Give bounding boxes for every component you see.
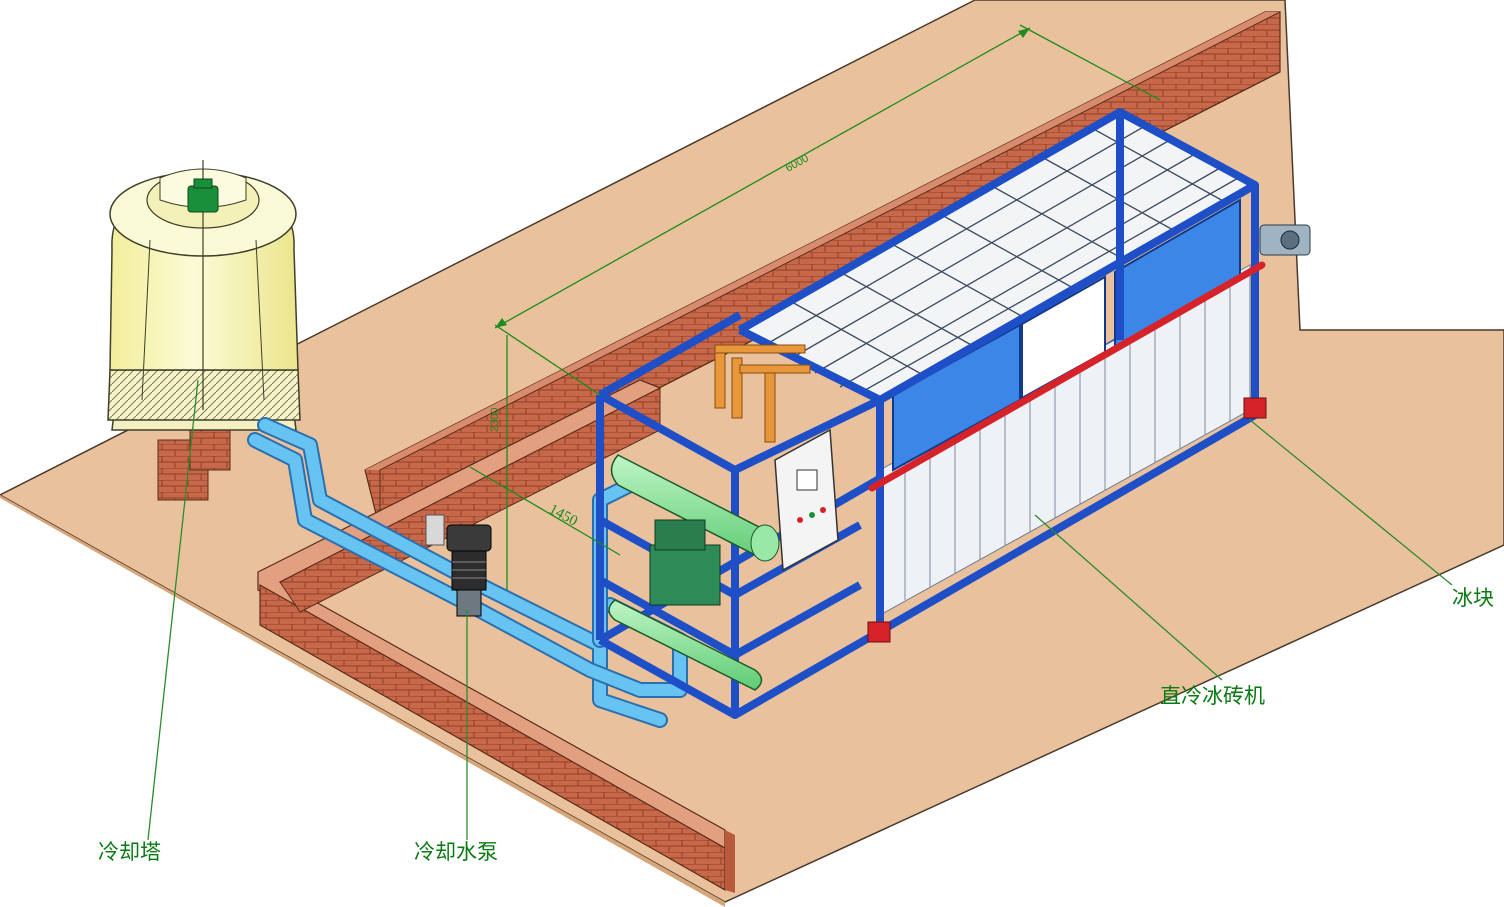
lifting-rail [867,261,1267,643]
cooling-tower [107,160,301,501]
callout-ice-block: 冰块 [1452,586,1494,610]
leader-cooling-tower [147,379,199,841]
callout-ice-block-machine: 直冷冰砖机 [1160,684,1265,708]
front-cover-panels [892,198,1241,472]
refrigeration-unit [608,344,811,691]
callout-cooling-tower: 冷却塔 [98,840,161,864]
back-brick-wall [364,11,1281,531]
leader-ice-machine [1034,514,1223,681]
dimension-lines [469,24,1161,590]
callout-leader-lines [147,379,1453,841]
cooling-water-pump [425,514,492,617]
leader-ice-block [1249,419,1453,586]
control-cabinet [774,428,839,572]
dim-6000-line [494,27,1031,329]
dim-height-label: 2300 [489,408,501,432]
callout-cooling-water-pump: 冷却水泵 [414,840,498,864]
inlet-manifold [1259,224,1311,256]
dim-1450-line [469,466,621,556]
